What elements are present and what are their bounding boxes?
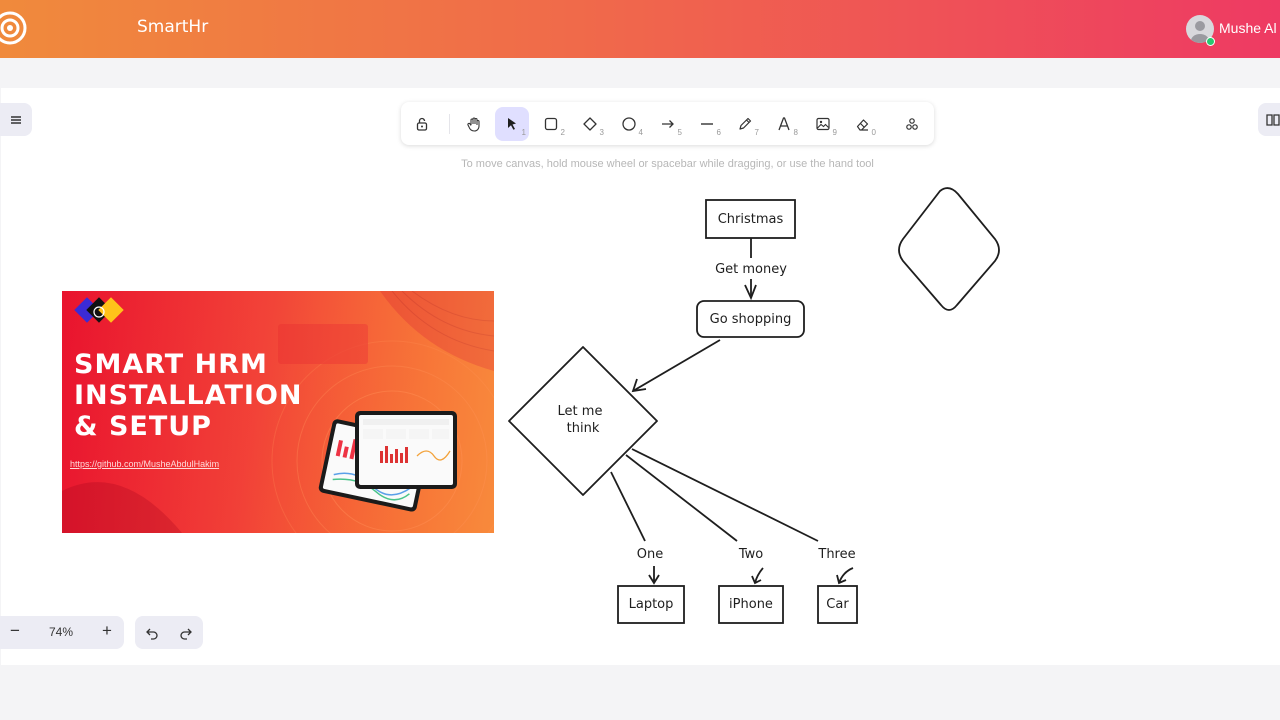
library-button[interactable]: [1258, 103, 1280, 136]
tool-shortcut: 7: [754, 128, 759, 137]
zoom-out-button[interactable]: −: [10, 621, 20, 640]
embedded-image-banner[interactable]: SMART HRM INSTALLATION & SETUP https://g…: [62, 291, 494, 533]
top-header: SmartHr Mushe Al: [0, 0, 1280, 58]
tool-extra-tools[interactable]: [895, 107, 929, 141]
zoom-in-button[interactable]: +: [102, 621, 112, 640]
pencil-icon: [739, 117, 752, 130]
tool-image[interactable]: 9: [806, 107, 840, 141]
image-icon: [816, 117, 830, 131]
shapes-toolbar: 1 2 3 4 5 6 7 8: [401, 102, 934, 145]
tool-shortcut: 0: [871, 128, 876, 137]
tool-shortcut: 3: [599, 128, 604, 137]
sub-header: [0, 58, 1280, 88]
diamond-icon: [583, 117, 597, 131]
tool-text[interactable]: 8: [767, 107, 801, 141]
tool-rectangle[interactable]: 2: [534, 107, 568, 141]
app-logo-icon[interactable]: [0, 10, 28, 46]
undo-button[interactable]: [142, 623, 162, 643]
user-silhouette-icon: [1191, 21, 1209, 43]
banner-title-line: & SETUP: [74, 411, 212, 442]
undo-icon: [146, 628, 158, 640]
online-status-dot: [1206, 37, 1215, 46]
footer-area: [0, 665, 1280, 720]
redo-icon: [180, 628, 192, 640]
tool-eraser[interactable]: 0: [845, 107, 879, 141]
text-icon: [778, 117, 790, 131]
tool-draw[interactable]: 7: [728, 107, 762, 141]
rectangle-icon: [544, 117, 558, 131]
tool-shortcut: 4: [638, 128, 643, 137]
banner-title: SMART HRM INSTALLATION & SETUP: [74, 349, 334, 442]
tool-shortcut: 2: [560, 128, 565, 137]
shapes-icon: [906, 118, 918, 130]
tool-diamond[interactable]: 3: [573, 107, 607, 141]
tool-arrow[interactable]: 5: [651, 107, 685, 141]
zoom-controls: − 74% +: [0, 616, 124, 649]
canvas-hint: To move canvas, hold mouse wheel or spac…: [461, 158, 874, 170]
line-icon: [701, 123, 713, 125]
lock-icon: [416, 117, 428, 131]
history-controls: [135, 616, 203, 649]
banner-github-link[interactable]: https://github.com/MusheAbdulHakim: [70, 459, 220, 469]
tool-ellipse[interactable]: 4: [612, 107, 646, 141]
zoom-reset-button[interactable]: 74%: [48, 625, 74, 639]
tool-selection[interactable]: 1: [495, 107, 529, 141]
ellipse-icon: [622, 117, 636, 131]
banner-title-line: SMART HRM: [74, 349, 268, 380]
tool-shortcut: 9: [832, 128, 837, 137]
tool-shortcut: 8: [793, 128, 798, 137]
hand-icon: [467, 117, 480, 132]
app-title[interactable]: SmartHr: [137, 17, 209, 37]
hamburger-icon: [11, 115, 21, 124]
toolbar-divider: [449, 114, 450, 134]
tool-shortcut: 5: [677, 128, 682, 137]
main-menu-button[interactable]: [0, 103, 32, 136]
banner-title-line: INSTALLATION: [74, 380, 303, 411]
tool-hand[interactable]: [457, 107, 491, 141]
brand-logo: [74, 297, 124, 323]
arrow-right-icon: [662, 120, 674, 128]
banner-decoration: [62, 291, 494, 533]
tool-shortcut: 1: [521, 128, 526, 137]
pointer-icon: [508, 118, 516, 130]
redo-button[interactable]: [176, 623, 196, 643]
tablet-mockup-front: [355, 411, 457, 489]
tool-lock[interactable]: [405, 107, 439, 141]
user-name[interactable]: Mushe Al: [1219, 20, 1277, 36]
eraser-icon: [856, 119, 869, 131]
tool-shortcut: 6: [716, 128, 721, 137]
tool-line[interactable]: 6: [690, 107, 724, 141]
book-icon: [1266, 114, 1280, 126]
